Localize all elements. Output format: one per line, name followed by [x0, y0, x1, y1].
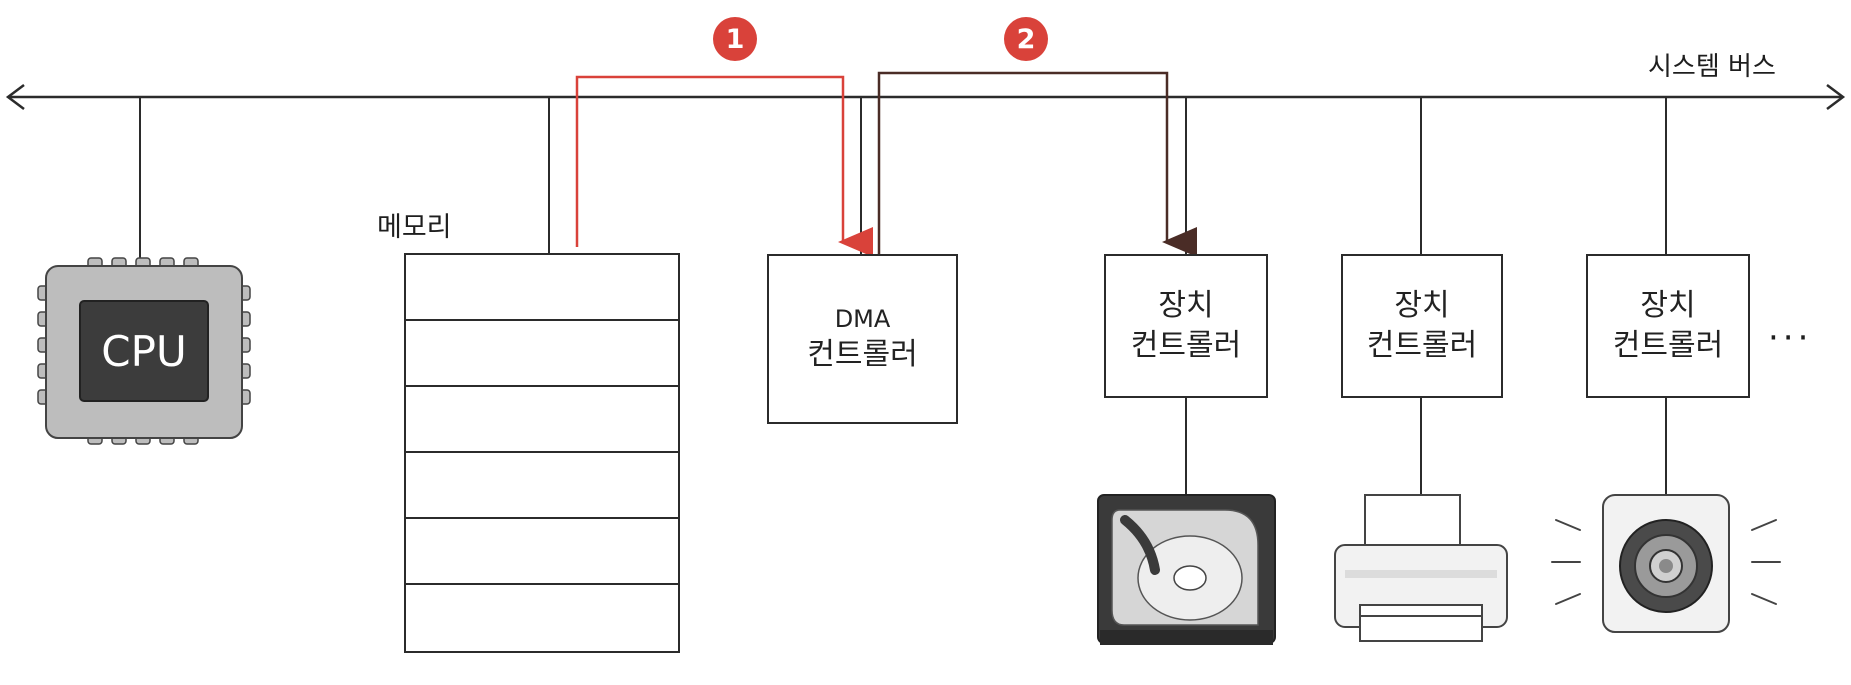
step2-path — [877, 71, 1197, 257]
system-bus-label: 시스템 버스 — [1648, 52, 1776, 82]
device-controller-3-line2: 컨트롤러 — [1612, 328, 1724, 363]
cpu-label: CPU — [101, 326, 187, 376]
cpu-chip-icon — [37, 257, 251, 445]
step1-path — [575, 75, 873, 257]
memory-stack — [404, 253, 680, 653]
device-controller-box-1: 장치 컨트롤러 — [1104, 254, 1268, 398]
more-devices-ellipsis: ··· — [1768, 318, 1813, 358]
dma-controller-box: DMA 컨트롤러 — [767, 254, 958, 424]
bus-connections — [139, 97, 1667, 495]
device-controller-3-line1: 장치 — [1640, 287, 1696, 323]
device-controller-box-2: 장치 컨트롤러 — [1341, 254, 1503, 398]
system-bus — [5, 84, 1846, 110]
step-1-badge: 1 — [713, 17, 757, 61]
step-2-badge: 2 — [1004, 17, 1048, 61]
hard-disk-icon — [1097, 494, 1276, 645]
printer-icon — [1334, 494, 1508, 642]
device-controller-2-line2: 컨트롤러 — [1366, 328, 1478, 363]
device-controller-box-3: 장치 컨트롤러 — [1586, 254, 1750, 398]
device-controller-2-line1: 장치 — [1394, 287, 1450, 323]
dma-controller-line1: DMA — [834, 304, 891, 333]
speaker-icon — [1551, 494, 1781, 633]
dma-controller-line2: 컨트롤러 — [807, 336, 918, 372]
memory-label: 메모리 — [377, 212, 452, 243]
device-controller-1-line1: 장치 — [1158, 287, 1214, 323]
device-controller-1-line2: 컨트롤러 — [1130, 328, 1242, 363]
